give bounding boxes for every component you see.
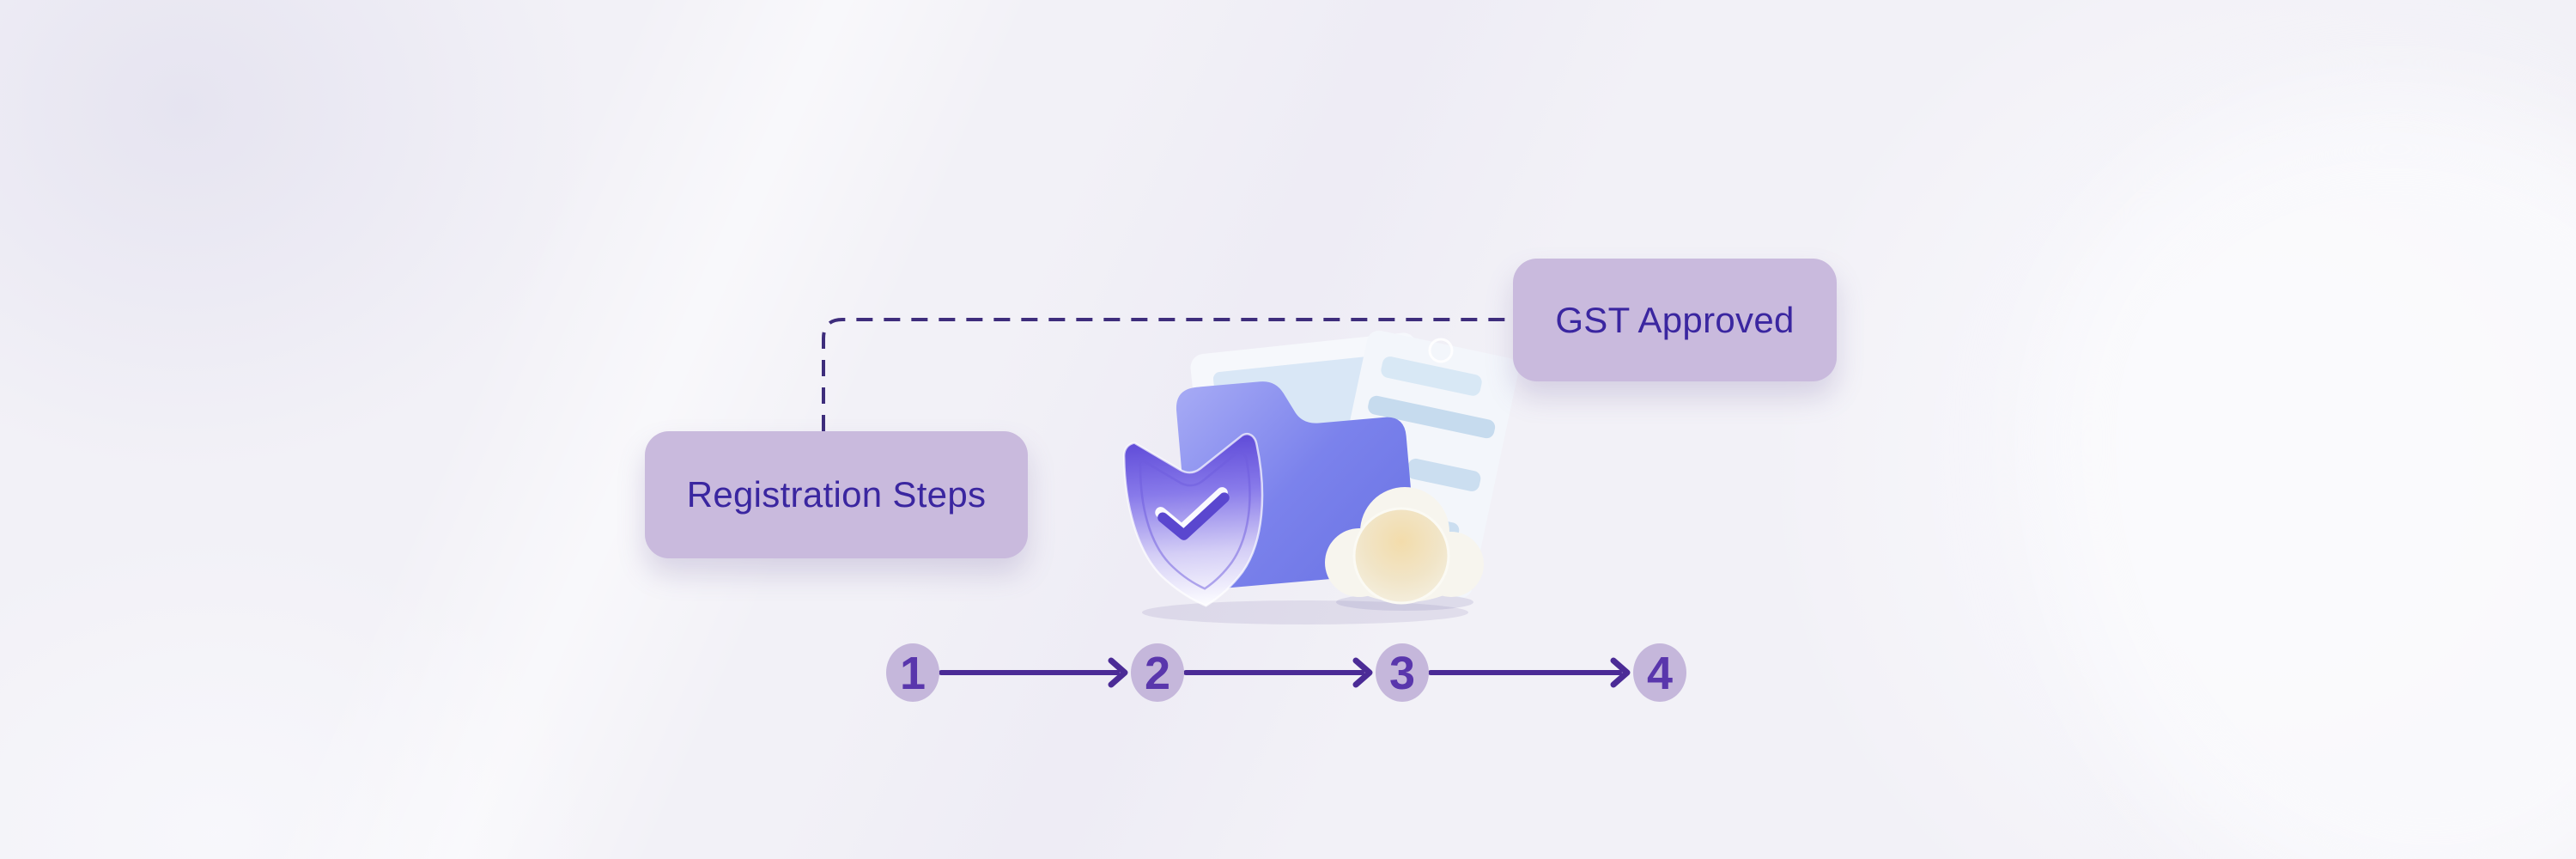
- gst-approved-label: GST Approved: [1513, 259, 1837, 381]
- step-1-circle: [886, 643, 939, 702]
- step-3-circle: [1376, 643, 1429, 702]
- registration-steps-label: Registration Steps: [645, 431, 1028, 558]
- step-3-number: 3: [1389, 648, 1415, 699]
- step-2-number: 2: [1145, 648, 1170, 699]
- background-swirl: [0, 0, 592, 472]
- step-2-circle: [1131, 643, 1184, 702]
- background-swirl: [2044, 103, 2576, 859]
- background-swirl: [1760, 0, 2576, 859]
- registration-steps-text: Registration Steps: [686, 474, 987, 515]
- step-circles: 1 2 3 4: [886, 643, 1686, 702]
- background-swirl: [0, 533, 601, 859]
- step-4-number: 4: [1647, 648, 1673, 699]
- step-4-circle: [1633, 643, 1686, 702]
- shield-check-icon: [1122, 432, 1264, 607]
- arrow-right-icon: [939, 657, 1631, 688]
- steps-row: 1 2 3 4: [886, 643, 1686, 702]
- gst-approved-text: GST Approved: [1555, 299, 1795, 340]
- ring-decoration-icon: [1428, 338, 1454, 363]
- step-1-number: 1: [900, 648, 926, 699]
- cloud-icon: [1325, 487, 1484, 611]
- folder-illustration: [1122, 330, 1519, 624]
- background-swirl: [156, 0, 1097, 859]
- illustration-shadow: [1142, 600, 1468, 624]
